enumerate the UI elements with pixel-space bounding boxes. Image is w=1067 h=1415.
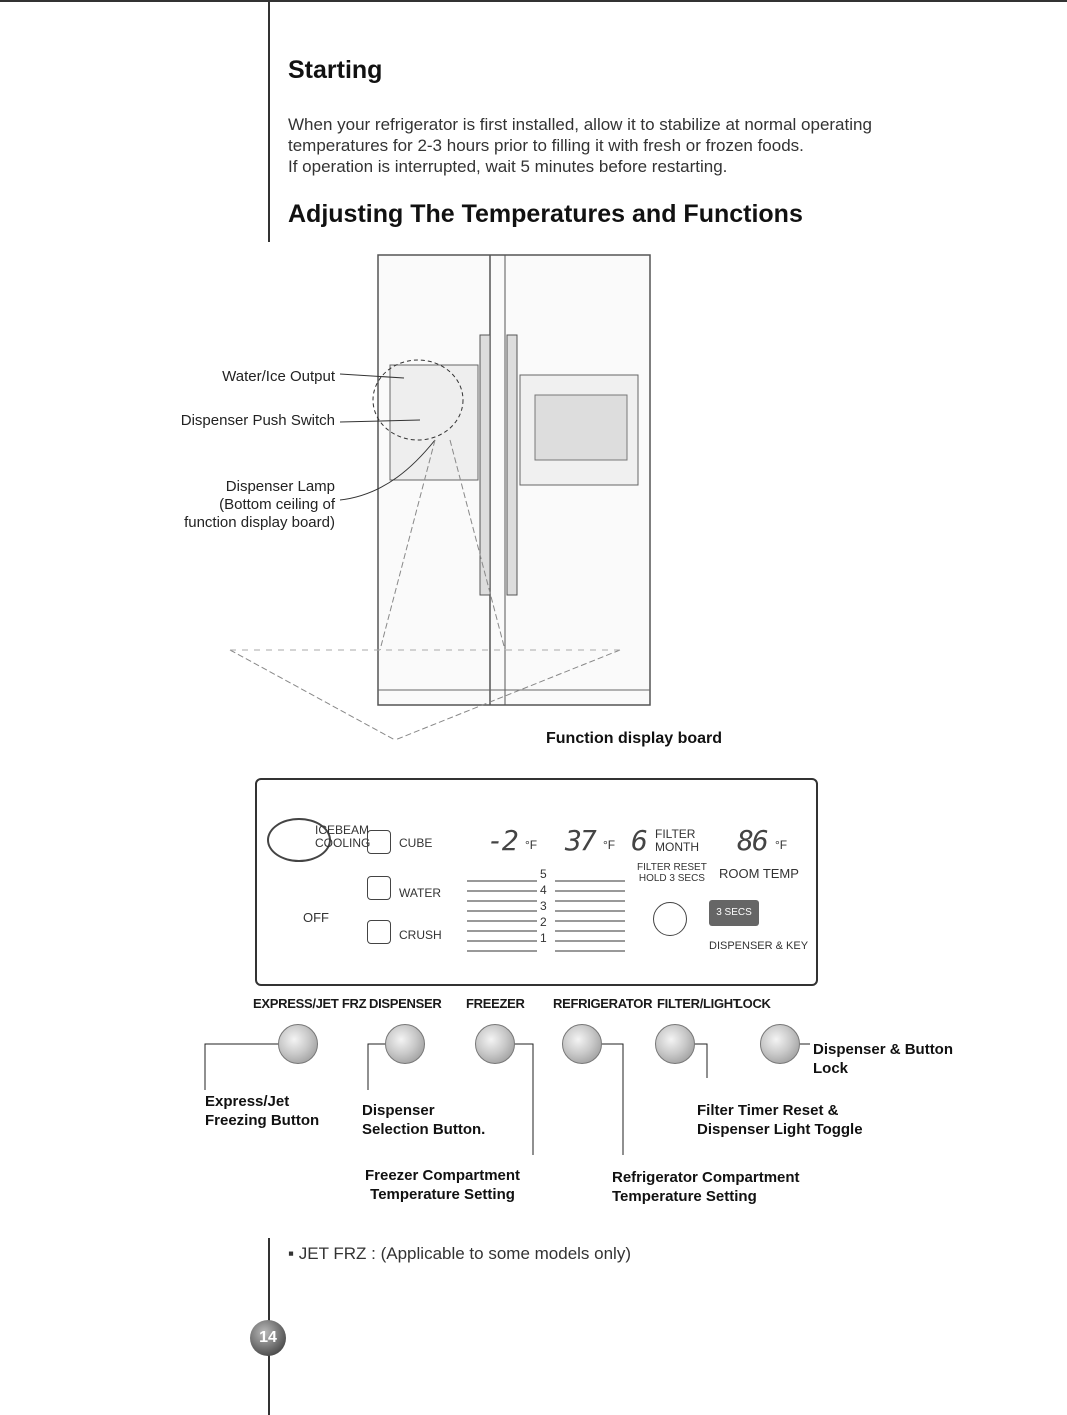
- section-title-adjusting: Adjusting The Temperatures and Functions: [288, 200, 803, 228]
- btn-label-lock: LOCK: [735, 996, 771, 1011]
- margin-rule-top: [268, 0, 270, 242]
- label-water-ice-output: Water/Ice Output: [222, 368, 335, 385]
- page-number-badge: 14: [250, 1320, 286, 1356]
- callout-dispenser-selection: Dispenser Selection Button.: [362, 1101, 485, 1139]
- level-2: 2: [540, 915, 547, 929]
- room-temp-display: 86: [737, 824, 769, 857]
- filter-label: FILTER MONTH: [655, 828, 699, 854]
- starting-text-2: If operation is interrupted, wait 5 minu…: [288, 157, 728, 176]
- callout-freezer-compartment-1: Freezer Compartment: [365, 1167, 521, 1184]
- btn-label-express-jet-frz: EXPRESS/JET FRZ: [253, 996, 367, 1011]
- filter-light-button[interactable]: [655, 1024, 695, 1064]
- top-rule: [0, 0, 1067, 2]
- btn-label-refrigerator: REFRIGERATOR: [553, 996, 653, 1011]
- callout-express-jet-1: Express/Jet: [205, 1093, 290, 1110]
- cube-label: CUBE: [399, 836, 433, 850]
- label-dispenser-lamp: Dispenser Lamp (Bottom ceiling of functi…: [110, 478, 335, 532]
- cube-icon: [367, 830, 391, 854]
- room-temp-label: ROOM TEMP: [719, 866, 799, 881]
- callout-refrigerator-compartment: Refrigerator Compartment Temperature Set…: [612, 1168, 800, 1206]
- level-4: 4: [540, 883, 547, 897]
- freezer-temp-unit: °F: [525, 838, 538, 852]
- filter-month-display: 6: [631, 824, 648, 857]
- fridge-temp-display: 37: [565, 824, 597, 857]
- fridge-level-bars: [555, 872, 625, 952]
- starting-paragraph: When your refrigerator is first installe…: [288, 114, 948, 177]
- crush-icon: [367, 920, 391, 944]
- btn-label-freezer: FREEZER: [466, 996, 525, 1011]
- callout-dispenser-selection-2: Selection Button.: [362, 1121, 486, 1138]
- callout-dispenser-lock-2: Lock: [813, 1060, 849, 1077]
- callout-dispenser-lock-1: Dispenser & Button: [813, 1041, 954, 1058]
- callout-dispenser-lock: Dispenser & Button Lock: [813, 1040, 953, 1078]
- callout-freezer-compartment-2: Temperature Setting: [370, 1186, 515, 1203]
- dispenser-key-label: DISPENSER & KEY: [709, 940, 809, 952]
- callout-refrigerator-compartment-1: Refrigerator Compartment: [612, 1169, 800, 1186]
- callout-express-jet: Express/Jet Freezing Button: [205, 1092, 319, 1130]
- dispenser-button[interactable]: [385, 1024, 425, 1064]
- callout-refrigerator-compartment-2: Temperature Setting: [612, 1188, 757, 1205]
- filter-reset-label: FILTER RESET HOLD 3 SECS: [637, 862, 707, 884]
- express-jet-button[interactable]: [278, 1024, 318, 1064]
- fridge-temp-unit: °F: [603, 838, 616, 852]
- water-label: WATER: [399, 886, 441, 900]
- btn-label-dispenser: DISPENSER: [369, 996, 442, 1011]
- starting-text-1: When your refrigerator is first installe…: [288, 115, 872, 155]
- label-function-display-board: Function display board: [546, 730, 723, 747]
- callout-express-jet-2: Freezing Button: [205, 1112, 320, 1129]
- btn-label-filter-light: FILTER/LIGHT: [657, 996, 741, 1011]
- callout-dispenser-selection-1: Dispenser: [362, 1102, 435, 1119]
- label-dispenser-lamp-3: function display board): [184, 514, 335, 531]
- crush-label: CRUSH: [399, 928, 442, 942]
- freezer-level-bars: [467, 872, 537, 952]
- room-temp-unit: °F: [775, 838, 788, 852]
- lock-3secs-icon: 3 SECS: [709, 900, 759, 926]
- level-1: 1: [540, 931, 547, 945]
- icebeam-label-1: ICEBEAM: [315, 823, 370, 837]
- callout-filter-timer: Filter Timer Reset & Dispenser Light Tog…: [697, 1101, 863, 1139]
- section-title-starting: Starting: [288, 56, 383, 84]
- callout-filter-timer-2: Dispenser Light Toggle: [697, 1121, 863, 1138]
- level-3: 3: [540, 899, 547, 913]
- bulb-icon: [653, 902, 687, 936]
- refrigerator-illustration: [229, 254, 651, 741]
- filter-label-2: MONTH: [655, 840, 699, 854]
- level-5: 5: [540, 867, 547, 881]
- water-icon: [367, 876, 391, 900]
- function-display-board: ICEBEAM COOLING OFF CUBE WATER CRUSH -2 …: [255, 778, 818, 986]
- filter-label-1: FILTER: [655, 827, 696, 841]
- lock-button[interactable]: [760, 1024, 800, 1064]
- filter-reset-label-1: FILTER RESET: [637, 862, 707, 873]
- freezer-button[interactable]: [475, 1024, 515, 1064]
- icebeam-icon: [267, 818, 331, 862]
- jet-frz-note: ▪ JET FRZ : (Applicable to some models o…: [288, 1244, 631, 1263]
- callout-freezer-compartment: Freezer Compartment Temperature Setting: [365, 1166, 520, 1204]
- callout-filter-timer-1: Filter Timer Reset &: [697, 1102, 839, 1119]
- icebeam-label-2: COOLING: [315, 836, 371, 850]
- level-numbers: 5 4 3 2 1: [540, 866, 547, 946]
- refrigerator-button[interactable]: [562, 1024, 602, 1064]
- label-dispenser-lamp-1: Dispenser Lamp: [225, 478, 335, 495]
- filter-reset-label-2: HOLD 3 SECS: [638, 873, 705, 884]
- label-dispenser-push-switch: Dispenser Push Switch: [180, 412, 335, 429]
- callout-leader-lines: [204, 1043, 810, 1155]
- freezer-temp-display: -2: [487, 824, 519, 857]
- label-dispenser-lamp-2: (Bottom ceiling of: [219, 496, 335, 513]
- off-label: OFF: [303, 910, 329, 925]
- icebeam-label: ICEBEAM COOLING: [315, 824, 370, 850]
